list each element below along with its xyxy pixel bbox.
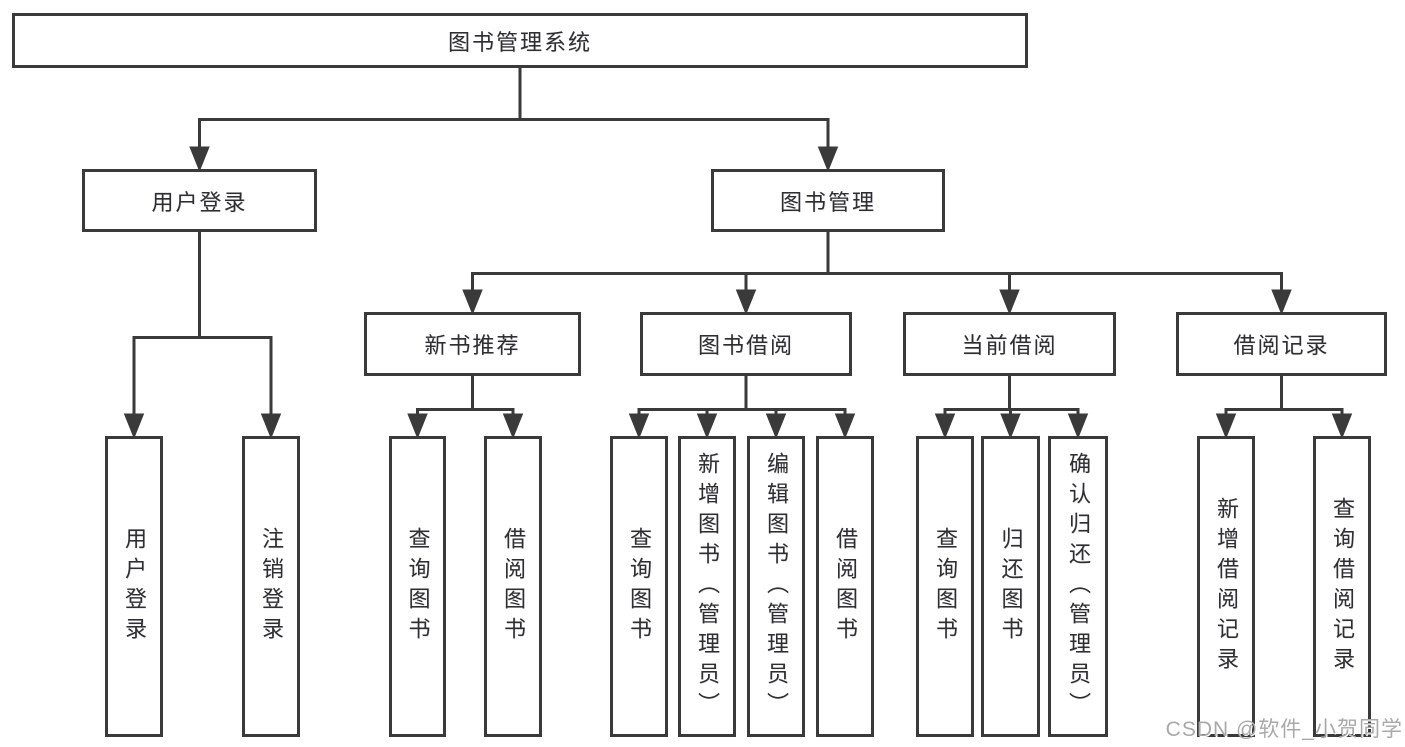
leaf-query-books-current: 查询图书 — [916, 436, 974, 737]
leaf-add-books-admin: 新增图书（管理员） — [678, 436, 736, 737]
csdn-watermark: CSDN @软件_小贺同学 — [1165, 718, 1403, 741]
leaf-query-borrow-record: 查询借阅记录 — [1313, 436, 1371, 737]
leaf-edit-books-admin: 编辑图书（管理员） — [747, 436, 805, 737]
connector-mgmt-to-level3 — [462, 232, 1292, 316]
node-new-book-recommend: 新书推荐 — [364, 312, 581, 376]
leaf-query-books-borrow: 查询图书 — [610, 436, 668, 737]
node-book-borrow: 图书借阅 — [640, 312, 852, 376]
connector-root-to-level2 — [189, 68, 839, 173]
node-book-management: 图书管理 — [711, 169, 945, 232]
leaf-return-books: 归还图书 — [981, 436, 1040, 737]
leaf-add-borrow-record: 新增借阅记录 — [1197, 436, 1255, 737]
connector-login-to-leaves — [123, 232, 282, 440]
node-library-system: 图书管理系统 — [12, 13, 1028, 68]
leaf-borrow-books-recommend: 借阅图书 — [484, 436, 542, 737]
node-user-login: 用户登录 — [82, 169, 317, 232]
connector-borrow-to-leaves — [628, 376, 856, 440]
leaf-logout: 注销登录 — [242, 436, 300, 737]
leaf-user-login: 用户登录 — [105, 436, 163, 737]
leaf-confirm-return-admin: 确认归还（管理员） — [1048, 436, 1108, 737]
connector-current-to-leaves — [934, 376, 1089, 440]
node-borrow-records: 借阅记录 — [1176, 312, 1387, 376]
node-current-borrow: 当前借阅 — [903, 312, 1116, 376]
connector-records-to-leaves — [1215, 376, 1353, 440]
leaf-borrow-books: 借阅图书 — [816, 436, 874, 737]
leaf-query-books-recommend: 查询图书 — [389, 436, 446, 737]
connector-recommend-to-leaves — [407, 376, 524, 440]
